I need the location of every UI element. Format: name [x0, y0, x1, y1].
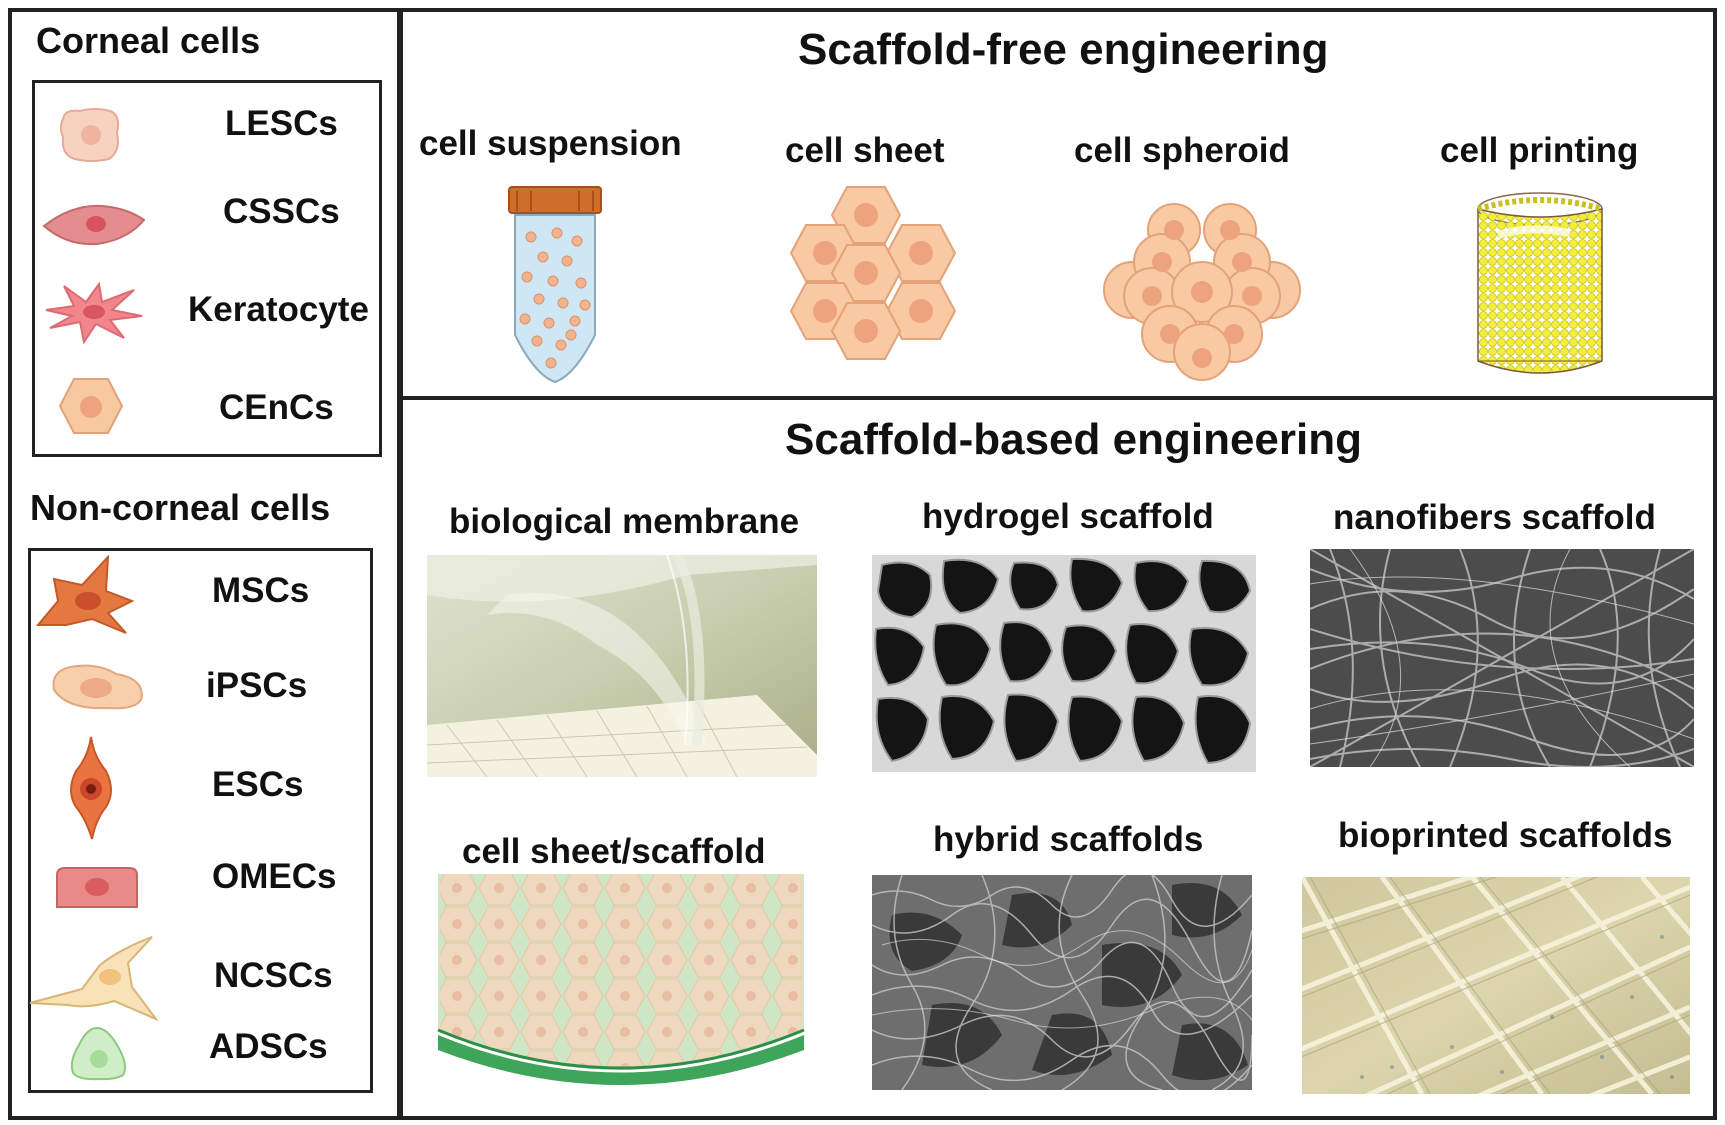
hydrogel-scaffold-image: [872, 555, 1256, 772]
scaffold-free-label-cell-printing: cell printing: [1440, 131, 1639, 170]
noncorneal-cell-label-omecs: OMECs: [212, 857, 337, 896]
tube-icon: [508, 186, 602, 384]
scaffold-based-panel: [399, 396, 1717, 1120]
cenc-cell-icon: [58, 378, 124, 434]
biological-membrane-image: [427, 555, 817, 777]
cssc-cell-icon: [42, 204, 146, 246]
noncorneal-cells-title: Non-corneal cells: [30, 487, 331, 528]
hybrid-scaffolds-image: [872, 875, 1252, 1090]
msc-cell-icon: [36, 555, 135, 634]
scaffold-based-title: Scaffold-based engineering: [785, 415, 1362, 464]
noncorneal-cells-box: [28, 548, 373, 1093]
corneal-cells-title: Corneal cells: [36, 20, 261, 61]
scaffold-based-label-cell-sheet-scaffold: cell sheet/scaffold: [462, 832, 766, 871]
printed-cylinder-icon: [1477, 192, 1603, 374]
scaffold-based-label-biological-membrane: biological membrane: [449, 502, 800, 541]
corneal-cells-box: [32, 80, 382, 457]
scaffold-free-label-cell-spheroid: cell spheroid: [1074, 131, 1290, 170]
cell-sheet-icon: [790, 186, 957, 360]
corneal-cell-label-csscs: CSSCs: [223, 192, 340, 231]
spheroid-icon: [1103, 203, 1301, 381]
scaffold-based-label-hydrogel-scaffold: hydrogel scaffold: [922, 497, 1214, 536]
noncorneal-cell-label-ipscs: iPSCs: [206, 666, 308, 705]
noncorneal-cell-label-escs: ESCs: [212, 765, 304, 804]
noncorneal-cell-label-adscs: ADSCs: [209, 1027, 328, 1066]
keratocyte-cell-icon: [45, 281, 143, 344]
omec-cell-icon: [56, 867, 138, 908]
corneal-cell-label-keratocyte: Keratocyte: [188, 290, 369, 329]
scaffold-based-label-hybrid-scaffolds: hybrid scaffolds: [933, 820, 1204, 859]
corneal-cell-label-cencs: CEnCs: [219, 388, 334, 427]
esc-cell-icon: [70, 736, 112, 840]
scaffold-based-label-bioprinted-scaffolds: bioprinted scaffolds: [1338, 816, 1673, 855]
ncsc-cell-icon: [29, 936, 158, 1021]
lesc-cell-icon: [60, 108, 120, 162]
scaffold-free-title: Scaffold-free engineering: [798, 25, 1329, 74]
scaffold-based-label-nanofibers-scaffold: nanofibers scaffold: [1333, 498, 1656, 537]
adsc-cell-icon: [70, 1026, 126, 1081]
noncorneal-cell-label-ncscs: NCSCs: [214, 956, 333, 995]
ipsc-cell-icon: [52, 664, 144, 710]
scaffold-free-label-cell-sheet: cell sheet: [785, 131, 945, 170]
nanofibers-scaffold-image: [1310, 549, 1694, 767]
cell-sheet-scaffold-image: [437, 874, 805, 1085]
corneal-cell-label-lescs: LESCs: [225, 104, 338, 143]
noncorneal-cell-label-mscs: MSCs: [212, 571, 310, 610]
scaffold-free-label-cell-suspension: cell suspension: [419, 124, 682, 163]
bioprinted-scaffolds-image: [1302, 877, 1690, 1094]
